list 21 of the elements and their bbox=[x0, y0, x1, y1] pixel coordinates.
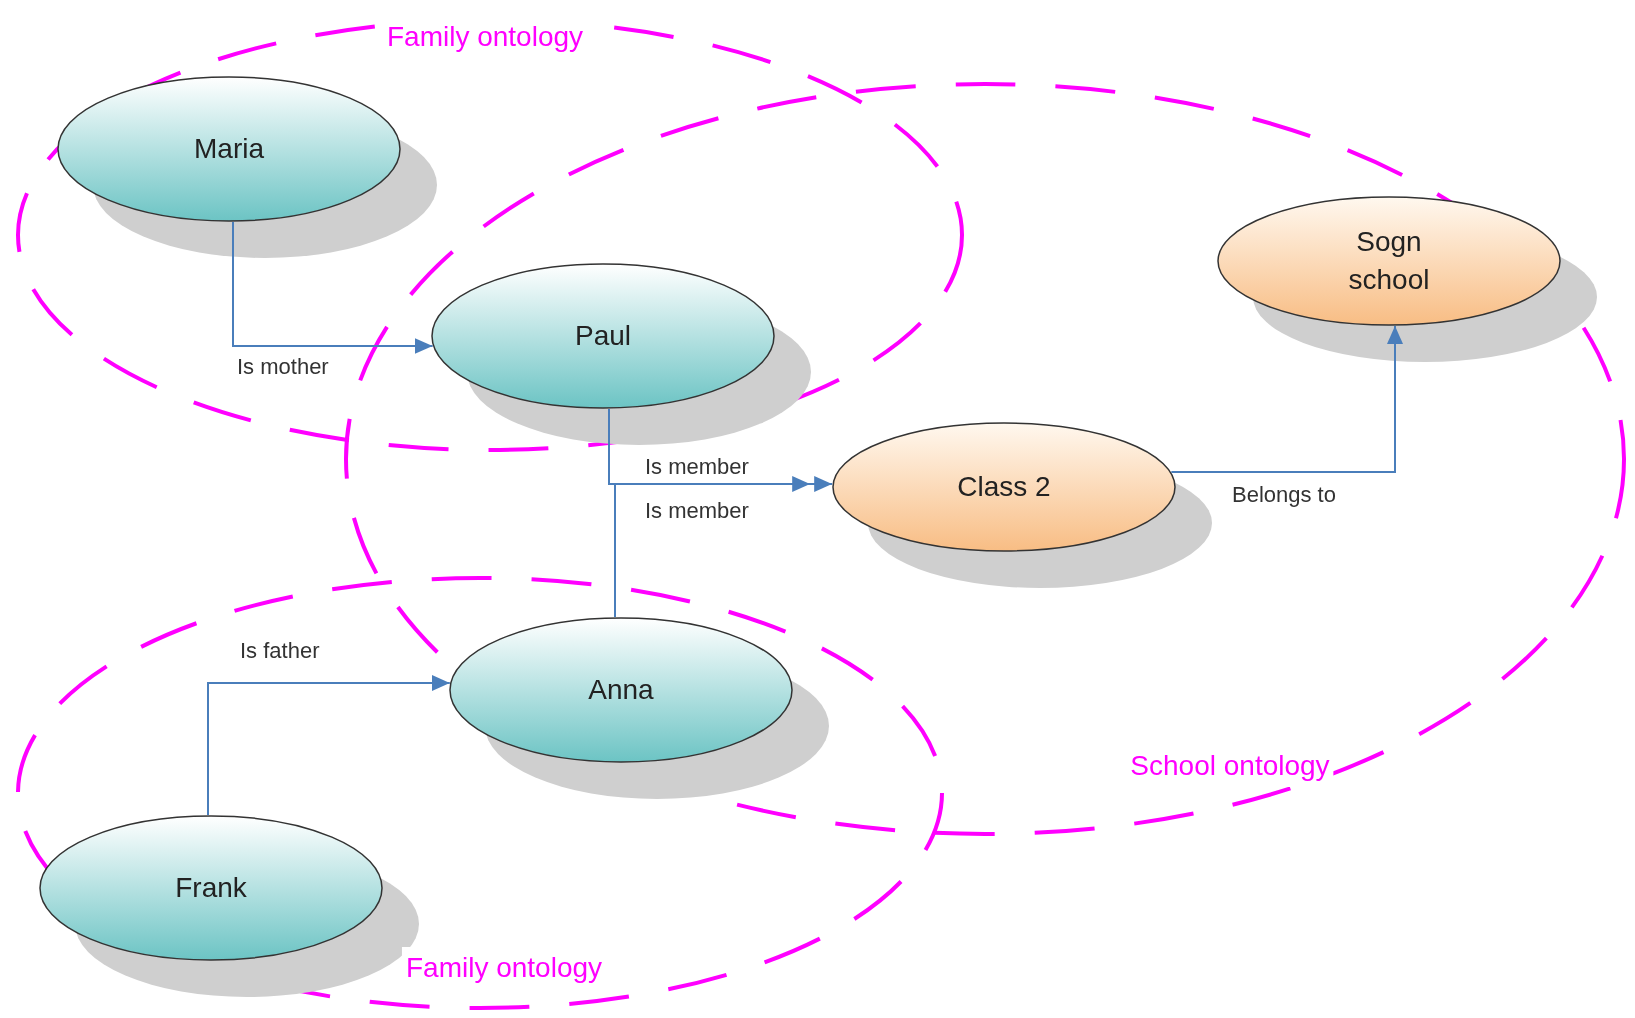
ellipse-node bbox=[1217, 196, 1561, 326]
dashed-ellipse bbox=[15, 575, 945, 1011]
ellipse-node bbox=[39, 815, 383, 961]
dashed-ellipse bbox=[343, 81, 1627, 837]
ellipse-node bbox=[832, 422, 1176, 552]
node-label: Paul bbox=[574, 319, 631, 354]
dashed-ellipse bbox=[15, 17, 965, 453]
connector-arrow bbox=[232, 221, 434, 354]
node-label: Maria bbox=[194, 132, 264, 167]
edge-label: Belongs to bbox=[1230, 484, 1338, 506]
node-label: Class 2 bbox=[957, 470, 1051, 505]
connector-arrow bbox=[207, 675, 451, 816]
node-label: Anna bbox=[588, 673, 654, 708]
ellipse-node bbox=[57, 76, 401, 222]
ellipse-node bbox=[431, 263, 775, 409]
node-label: Frank bbox=[175, 871, 247, 906]
node-label: Sogn school bbox=[1347, 225, 1431, 297]
connector-arrow bbox=[614, 476, 812, 619]
connector-arrow bbox=[608, 407, 834, 492]
connector-arrow bbox=[1170, 324, 1403, 473]
ellipse-node bbox=[449, 617, 793, 763]
